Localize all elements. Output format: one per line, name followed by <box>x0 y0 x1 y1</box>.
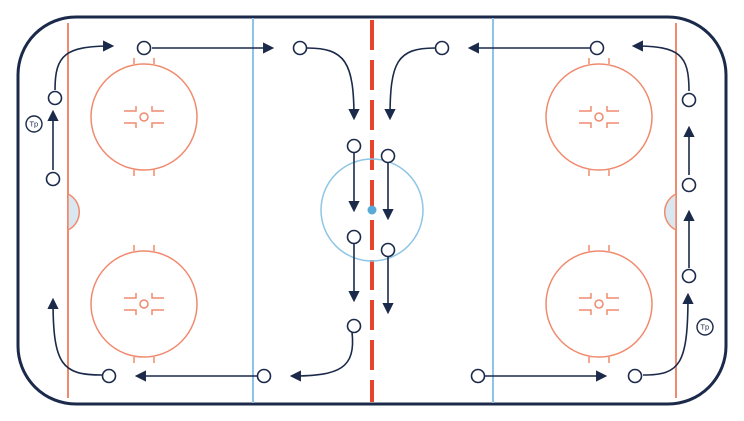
skater-marker <box>681 268 697 284</box>
center-faceoff-dot <box>367 205 377 215</box>
skater-marker <box>681 92 697 108</box>
arrow-right-top-curve <box>631 40 690 92</box>
skater-marker <box>45 171 61 187</box>
left-goal-crease <box>67 192 80 232</box>
faceoff-circle-top-left <box>90 58 198 176</box>
tp-label-right: Tp <box>700 324 710 332</box>
faceoff-circle-bottom-right <box>545 245 653 363</box>
arrow-left-bottom-curve <box>47 297 103 376</box>
skater-marker <box>47 90 63 106</box>
arrow-right-bottom-curve <box>642 292 694 376</box>
skater-marker <box>346 229 362 245</box>
skater-marker <box>101 368 117 384</box>
arrow-left-top-curve <box>54 40 115 91</box>
tp-marker-right: Tp <box>696 318 714 336</box>
arrow-center-bottom-curve <box>289 331 354 382</box>
skater-marker <box>346 318 362 334</box>
arrow-right-center-drop <box>384 47 436 121</box>
tp-marker-left: Tp <box>25 115 43 133</box>
skater-marker <box>627 368 643 384</box>
skater-marker <box>292 40 308 56</box>
skater-marker <box>434 40 450 56</box>
arrow-left-center-drop <box>306 47 360 121</box>
skater-marker <box>136 40 152 56</box>
skater-marker <box>470 368 486 384</box>
movement-arrows <box>47 40 695 382</box>
faceoff-circle-bottom-left <box>90 245 198 363</box>
skater-marker <box>589 40 605 56</box>
faceoff-circle-top-right <box>545 58 653 176</box>
skater-marker <box>380 148 396 164</box>
right-goal-crease <box>664 192 677 232</box>
skater-marker <box>380 242 396 258</box>
skater-marker <box>256 368 272 384</box>
skater-marker <box>681 177 697 193</box>
center-circle <box>320 158 424 262</box>
tp-label-left: Tp <box>29 121 39 129</box>
skater-marker <box>346 138 362 154</box>
skater-markers <box>45 40 697 384</box>
